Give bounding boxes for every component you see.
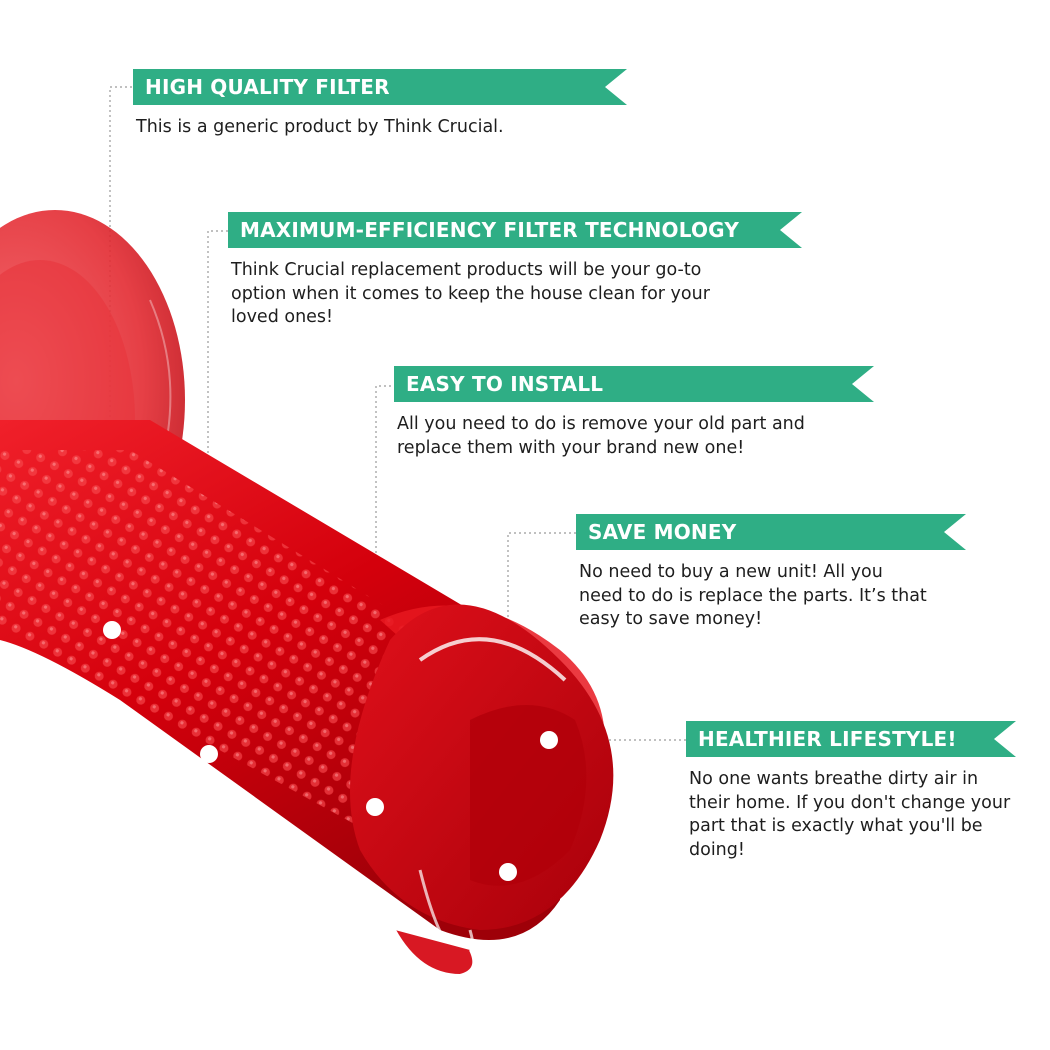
feature-title-banner: MAXIMUM-EFFICIENCY FILTER TECHNOLOGY bbox=[228, 212, 802, 248]
feature-description: No one wants breathe dirty air in their … bbox=[689, 768, 1016, 862]
feature-high-quality-filter: HIGH QUALITY FILTER This is a generic pr… bbox=[133, 69, 627, 140]
feature-title-banner: SAVE MONEY bbox=[576, 514, 966, 550]
marker-dots bbox=[103, 621, 558, 881]
feature-description: No need to buy a new unit! All you need … bbox=[579, 561, 966, 632]
description-line: replace them with your brand new one! bbox=[397, 437, 745, 458]
description-line: option when it comes to keep the house c… bbox=[231, 283, 710, 304]
feature-easy-to-install: EASY TO INSTALL All you need to do is re… bbox=[394, 366, 874, 460]
description-line: their home. If you don't change your bbox=[689, 792, 1011, 813]
feature-title-banner: HIGH QUALITY FILTER bbox=[133, 69, 627, 105]
description-line: part that is exactly what you'll be bbox=[689, 816, 983, 836]
feature-description: All you need to do is remove your old pa… bbox=[397, 413, 874, 460]
description-line: loved ones! bbox=[231, 307, 334, 327]
description-line: doing! bbox=[689, 839, 745, 860]
feature-description: This is a generic product by Think Cruci… bbox=[136, 116, 627, 140]
feature-maximum-efficiency: MAXIMUM-EFFICIENCY FILTER TECHNOLOGY Thi… bbox=[228, 212, 802, 330]
feature-description: Think Crucial replacement products will … bbox=[231, 259, 802, 330]
feature-save-money: SAVE MONEY No need to buy a new unit! Al… bbox=[576, 514, 966, 632]
feature-healthier-lifestyle: HEALTHIER LIFESTYLE! No one wants breath… bbox=[686, 721, 1016, 862]
description-line: No one wants breathe dirty air in bbox=[689, 769, 979, 789]
description-line: All you need to do is remove your old pa… bbox=[397, 414, 805, 434]
description-line: Think Crucial replacement products will … bbox=[231, 260, 702, 280]
feature-title-banner: EASY TO INSTALL bbox=[394, 366, 874, 402]
description-line: No need to buy a new unit! All you bbox=[579, 562, 883, 582]
description-line: need to do is replace the parts. It’s th… bbox=[579, 585, 927, 606]
description-line: easy to save money! bbox=[579, 609, 763, 629]
description-line: This is a generic product by Think Cruci… bbox=[136, 117, 504, 137]
feature-title-banner: HEALTHIER LIFESTYLE! bbox=[686, 721, 1016, 757]
